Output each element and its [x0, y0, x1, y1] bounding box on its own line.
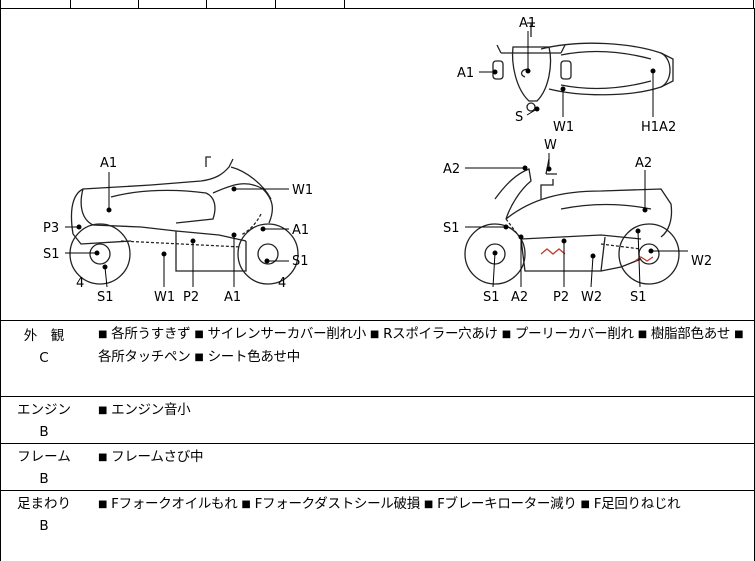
table-cell [753, 0, 754, 8]
label-top-a1-left: A1 [457, 66, 474, 81]
item: 樹脂部色あせ [650, 326, 731, 342]
row-suspension-label: 足まわり B [1, 493, 87, 537]
bullet: ■ [98, 499, 108, 510]
label-top-w1: W1 [553, 120, 574, 135]
row-suspension-items: ■ Fフォークオイルもれ ■ Fフォークダストシール破損 ■ Fブレーキローター… [98, 493, 752, 516]
table-cell [275, 0, 276, 8]
label-left-p3: P3 [43, 221, 59, 236]
row-engine-label: エンジン B [1, 399, 87, 443]
grade: B [39, 424, 49, 440]
row-frame-items: ■ フレームさび中 [98, 446, 752, 469]
damage-diagram: A1 A1 S W1 H1A2 A1 W1 P3 A1 S1 S1 4 4 S1… [0, 9, 755, 321]
item: 各所うすきず [111, 326, 191, 342]
label-left-a1-bottom: A1 [224, 290, 241, 305]
row-exterior-label: 外 観 C [1, 325, 87, 369]
label-right-w2-bottom: W2 [581, 290, 602, 305]
label-left-a1-right: A1 [292, 223, 309, 238]
label-right-s1-left: S1 [443, 221, 460, 236]
item: Fフォークダストシール破損 [254, 496, 421, 512]
bullet: ■ [423, 499, 434, 510]
item: フレームさび中 [111, 449, 204, 465]
table-cell [344, 0, 345, 8]
bullet: ■ [637, 329, 647, 340]
bullet: ■ [98, 329, 108, 340]
label-top-h1a2: H1A2 [641, 120, 676, 135]
grade: C [39, 350, 49, 366]
label-left-s1-left: S1 [43, 247, 60, 262]
label-left-a1-top: A1 [100, 156, 117, 171]
label-right-a2-left: A2 [443, 162, 460, 177]
label-top-s: S [515, 110, 523, 125]
label-right-s1-bottom: S1 [483, 290, 500, 305]
label-right-w: W [544, 138, 557, 153]
row-frame-label: フレーム B [1, 446, 87, 490]
row-exterior-items: ■ 各所うすきず ■ サイレンサーカバー削れ小 ■ Rスポイラー穴あけ ■ プー… [98, 323, 752, 369]
label-top-a1-upper: A1 [519, 16, 536, 31]
item: エンジン音小 [111, 402, 191, 418]
item: シート色あせ中 [207, 349, 301, 365]
grade: B [39, 471, 49, 487]
bullet: ■ [580, 499, 590, 510]
category-name: 外 観 [23, 328, 65, 344]
row-exterior: 外 観 C ■ 各所うすきず ■ サイレンサーカバー削れ小 ■ Rスポイラー穴あ… [0, 321, 755, 397]
table-cell [0, 0, 1, 8]
table-cell [206, 0, 207, 8]
table-cell [138, 0, 139, 8]
label-left-p2-bottom: P2 [183, 290, 199, 305]
item: サイレンサーカバー削れ小 [207, 326, 367, 342]
label-right-a2-bottom: A2 [511, 290, 528, 305]
table-cell [70, 0, 71, 8]
row-frame: フレーム B ■ フレームさび中 [0, 444, 755, 491]
label-left-4-right: 4 [278, 276, 286, 291]
label-left-w1: W1 [292, 183, 313, 198]
label-left-s1-bottom: S1 [97, 290, 114, 305]
item: F足回りねじれ [593, 496, 681, 512]
bullet: ■ [369, 329, 380, 340]
right-view-motorcycle-icon [464, 158, 680, 285]
top-view-motorcycle-icon [492, 22, 674, 112]
label-left-s1-right: S1 [292, 254, 309, 269]
grade: B [39, 518, 49, 534]
item: 各所タッチペン [98, 349, 191, 365]
item: Fブレーキローター減り [437, 496, 577, 512]
item: プーリーカバー削れ [514, 326, 634, 342]
category-name: 足まわり [17, 496, 71, 512]
row-engine-items: ■ エンジン音小 [98, 399, 752, 422]
label-left-4-left: 4 [76, 276, 84, 291]
table-top-row [0, 0, 755, 9]
category-name: フレーム [17, 449, 71, 465]
bullet: ■ [734, 329, 744, 340]
label-right-s1-bottom2: S1 [630, 290, 647, 305]
row-suspension: 足まわり B ■ Fフォークオイルもれ ■ Fフォークダストシール破損 ■ Fブ… [0, 491, 755, 561]
bullet: ■ [98, 405, 108, 416]
bullet: ■ [194, 329, 204, 340]
bullet: ■ [98, 452, 108, 463]
motorcycle-diagrams: A1 A1 S W1 H1A2 A1 W1 P3 A1 S1 S1 4 4 S1… [43, 16, 712, 305]
label-right-a2-right: A2 [635, 156, 652, 171]
label-left-w1-bottom: W1 [154, 290, 175, 305]
item: Fフォークオイルもれ [111, 496, 238, 512]
label-right-p2-bottom: P2 [553, 290, 569, 305]
category-name: エンジン [17, 402, 71, 418]
item: Rスポイラー穴あけ [383, 326, 498, 342]
bullet: ■ [241, 499, 251, 510]
label-right-w2: W2 [691, 254, 712, 269]
bullet: ■ [501, 329, 511, 340]
row-engine: エンジン B ■ エンジン音小 [0, 397, 755, 444]
bullet: ■ [194, 352, 204, 363]
